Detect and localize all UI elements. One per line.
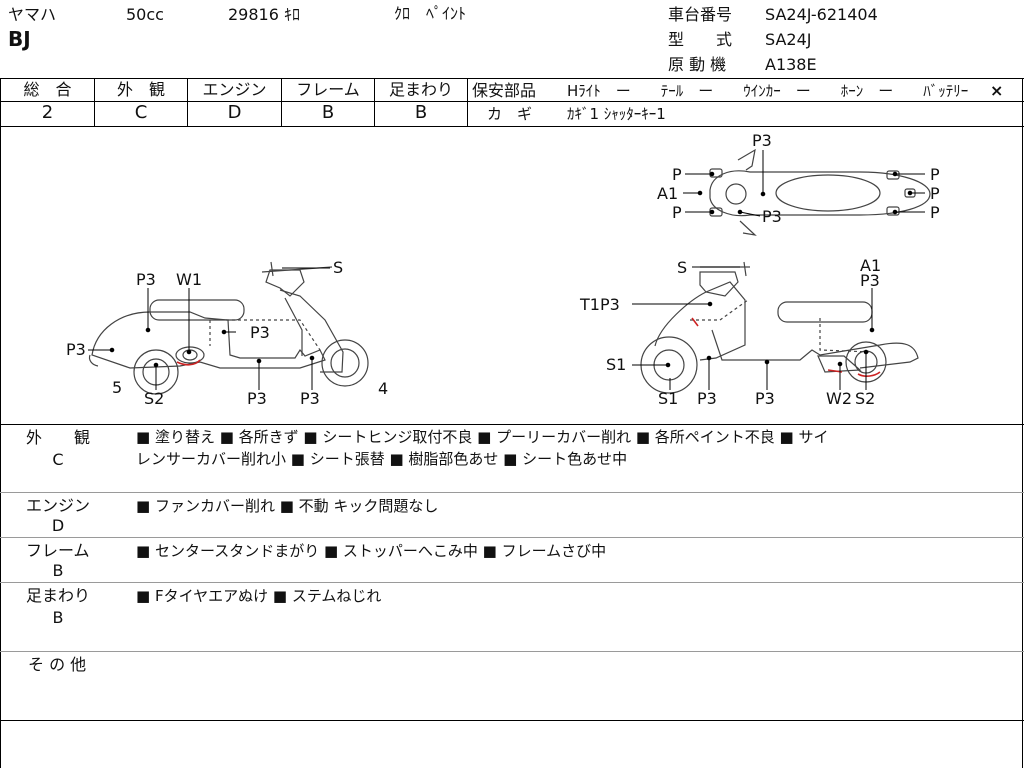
label-right-t1p3: T1P3 [580, 295, 620, 314]
left-damage-mark [176, 359, 201, 366]
divider-other [0, 720, 1024, 721]
border-left [0, 78, 1, 768]
engine-model-value: A138E [765, 55, 817, 74]
grade-col-4 [374, 78, 375, 126]
label-left-p3-seat: P3 [136, 270, 156, 289]
divider-grade-headers [0, 101, 468, 102]
grade-value-suspension: B [414, 102, 428, 123]
displacement: 50cc [126, 5, 164, 24]
damage-diagram [88, 148, 931, 395]
type-label: 型 式 [668, 30, 733, 49]
label-right-a1: A1 [860, 256, 882, 275]
diagram-pointers [88, 150, 925, 390]
grade-header-engine: エンジン [202, 80, 267, 99]
label-right-s1: S1 [658, 389, 679, 408]
top-scooter-sketch [709, 148, 931, 236]
remark-text-suspension: ■ Fタイヤエアぬけ ■ ステムねじれ [136, 587, 382, 605]
label-top-p-right-2: P [930, 184, 940, 203]
divider-grades [0, 126, 1024, 127]
label-right-w2: W2 [826, 389, 852, 408]
frame-number-value: SA24J-621404 [765, 5, 878, 24]
mileage: 29816 ｷﾛ [228, 5, 300, 24]
grade-col-1 [94, 78, 95, 126]
remark-category-frame: フレーム [26, 541, 90, 560]
color: ｸﾛ ﾍﾟｲﾝﾄ [394, 4, 467, 23]
label-right-p3-b: P3 [755, 389, 775, 408]
grade-header-suspension: 足まわり [388, 80, 453, 99]
remark-category-other: そ の 他 [28, 655, 87, 674]
engine-model-label: 原 動 機 [668, 55, 727, 74]
grade-header-frame: フレーム [296, 80, 360, 99]
type-value: SA24J [765, 30, 812, 49]
label-left-p3-rear: P3 [66, 340, 86, 359]
remark-category-suspension: 足まわり [26, 586, 91, 605]
left-scooter-sketch [88, 261, 369, 395]
safety-parts-items: Hﾗｲﾄ ー ﾃｰﾙ ー ｳｲﾝｶｰ ー ﾎｰﾝ ー ﾊﾞｯﾃﾘｰ [567, 82, 969, 100]
label-left-w1: W1 [176, 270, 202, 289]
remark-grade-suspension: B [52, 608, 64, 627]
divider-engine [0, 537, 1024, 538]
label-right-s1-side: S1 [606, 355, 627, 374]
label-top-p-left-1: P [672, 165, 682, 184]
divider-diagram [0, 424, 1024, 425]
key-label: カ ギ [487, 105, 533, 123]
label-top-p3-mid: P3 [762, 207, 782, 226]
safety-parts-label: 保安部品 [472, 81, 537, 100]
grade-value-overall: 2 [41, 102, 54, 123]
label-right-s2: S2 [855, 389, 876, 408]
maker: ヤマハ [8, 5, 57, 24]
key-value: ｶｷﾞ1 ｼｬｯﾀｰｷｰ1 [567, 105, 666, 123]
label-top-p3: P3 [752, 131, 772, 150]
remark-category-exterior: 外 観 [26, 428, 91, 447]
label-left-5: 5 [112, 378, 123, 397]
remark-category-engine: エンジン [26, 496, 91, 515]
remark-grade-frame: B [52, 561, 64, 580]
label-right-s-handlebar: S [677, 258, 688, 277]
label-left-s2: S2 [144, 389, 165, 408]
divider-suspension [0, 651, 1024, 652]
divider-frame [0, 582, 1024, 583]
grade-col-2 [187, 78, 188, 126]
battery-missing-mark: × [990, 81, 1004, 100]
remark-grade-exterior: C [52, 450, 64, 469]
label-top-p-right-3: P [930, 203, 940, 222]
grade-header-exterior: 外 観 [116, 80, 165, 99]
grade-col-3 [281, 78, 282, 126]
right-damage-mark-front [691, 317, 699, 327]
grade-value-frame: B [321, 102, 335, 123]
label-top-a1: A1 [657, 184, 679, 203]
model-name: BJ [8, 27, 31, 51]
grade-value-engine: D [227, 102, 242, 123]
label-right-p3-a: P3 [697, 389, 717, 408]
label-left-4: 4 [378, 379, 389, 398]
divider-header [0, 78, 1024, 79]
remark-text-frame: ■ センタースタンドまがり ■ ストッパーへこみ中 ■ フレームさび中 [136, 542, 607, 560]
border-right [1022, 78, 1023, 768]
frame-number-label: 車台番号 [668, 5, 733, 24]
label-left-p3-bottom-b: P3 [300, 389, 320, 408]
label-top-p-right-1: P [930, 165, 940, 184]
divider-exterior [0, 492, 1024, 493]
grade-value-exterior: C [134, 102, 148, 123]
label-top-p-left-2: P [672, 203, 682, 222]
label-left-p3-bottom-a: P3 [247, 389, 267, 408]
label-left-p3-body: P3 [250, 323, 270, 342]
label-right-p3-top: P3 [860, 271, 880, 290]
remark-text-exterior-line2: レンサーカバー削れ小 ■ シート張替 ■ 樹脂部色あせ ■ シート色あせ中 [136, 450, 628, 468]
divider-safety [468, 101, 1024, 102]
remark-grade-engine: D [51, 516, 65, 535]
label-left-s-handlebar: S [333, 258, 344, 277]
remark-text-exterior-line1: ■ 塗り替え ■ 各所きず ■ シートヒンジ取付不良 ■ プーリーカバー削れ ■… [136, 428, 829, 446]
grade-col-5 [467, 78, 468, 126]
grade-header-overall: 総 合 [23, 80, 72, 99]
remark-text-engine: ■ ファンカバー削れ ■ 不動 キック問題なし [136, 497, 439, 515]
